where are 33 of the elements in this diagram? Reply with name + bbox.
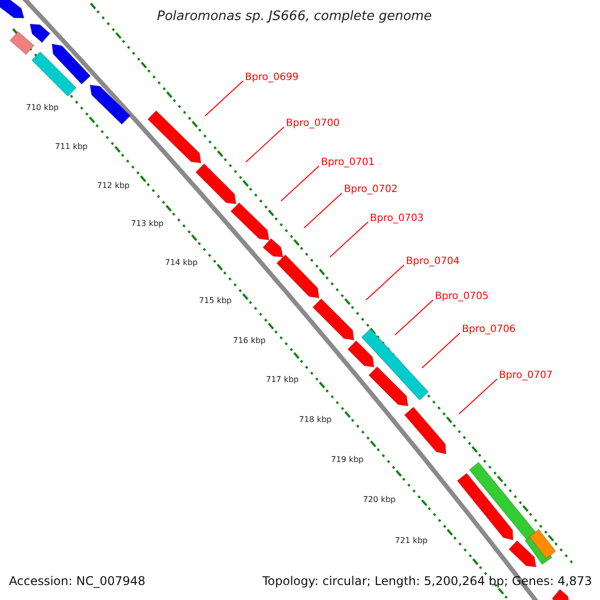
scale-label: 713 kbp bbox=[131, 220, 164, 229]
leader-line bbox=[304, 192, 342, 228]
leader-line bbox=[366, 264, 404, 300]
scale-label: 719 kbp bbox=[331, 456, 364, 465]
gene-label: Bpro_0701 bbox=[321, 157, 375, 168]
accession-text: Accession: NC_007948 bbox=[9, 575, 146, 588]
leader-line bbox=[422, 332, 460, 368]
gene-label: Bpro_0703 bbox=[370, 213, 424, 224]
gene-label: Bpro_0705 bbox=[435, 291, 489, 302]
leader-line bbox=[394, 300, 434, 336]
title: Polaromonas sp. JS666, complete genome bbox=[157, 10, 432, 24]
leader-line bbox=[204, 80, 244, 116]
scale-label: 716 kbp bbox=[233, 337, 266, 346]
leader-line bbox=[458, 378, 498, 414]
scale-label: 721 kbp bbox=[395, 537, 428, 546]
leader-line bbox=[246, 126, 284, 162]
gene-label: Bpro_0707 bbox=[499, 370, 553, 381]
scale-label: 718 kbp bbox=[299, 416, 332, 425]
gene-label: Bpro_0702 bbox=[344, 184, 398, 195]
gene-label: Bpro_0706 bbox=[462, 324, 516, 335]
leader-line bbox=[280, 166, 320, 202]
scale-label: 720 kbp bbox=[363, 496, 396, 505]
scale-label: 717 kbp bbox=[266, 376, 299, 385]
gene-label: Bpro_0704 bbox=[406, 256, 460, 267]
scale-label: 712 kbp bbox=[97, 182, 130, 191]
scale-label: 710 kbp bbox=[26, 104, 59, 113]
gene-label: Bpro_0700 bbox=[286, 118, 340, 129]
scale-label: 711 kbp bbox=[55, 143, 88, 152]
scale-label: 715 kbp bbox=[199, 297, 232, 306]
genome-info-text: Topology: circular; Length: 5,200,264 bp; Genes: 4,873 bbox=[262, 575, 592, 588]
leader-line bbox=[330, 222, 368, 258]
scale-label: 714 kbp bbox=[165, 259, 198, 268]
gene-label: Bpro_0699 bbox=[245, 72, 299, 83]
